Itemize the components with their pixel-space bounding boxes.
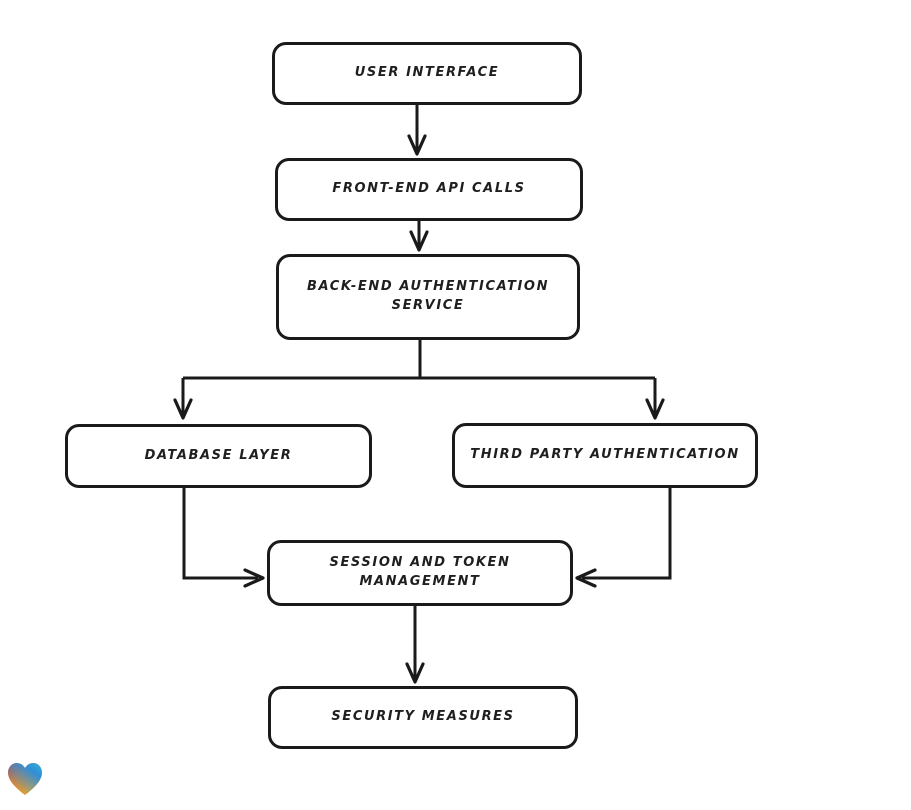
edge-frontend-to-backend xyxy=(409,221,429,252)
flow-node-label: Database Layer xyxy=(144,447,293,463)
heart-icon xyxy=(8,763,42,795)
flow-node-label: Third Party Authentication xyxy=(470,447,740,463)
edge-database-to-session xyxy=(182,488,265,588)
flow-node-label: Front-End API Calls xyxy=(332,181,526,197)
flow-node-label: Security Measures xyxy=(331,709,515,725)
flow-node-user-interface[interactable]: User Interface xyxy=(272,42,582,105)
flow-node-session-and-token-management[interactable]: Session and Token Management xyxy=(267,540,573,606)
edge-ui-to-frontend xyxy=(407,105,427,156)
flow-node-security-measures[interactable]: Security Measures xyxy=(268,686,578,749)
edge-backend-to-thirdparty xyxy=(645,378,665,420)
flow-node-third-party-authentication[interactable]: Third Party Authentication xyxy=(452,423,758,488)
flow-node-label: User Interface xyxy=(354,65,500,81)
flow-node-label: Back-End Authentication Service xyxy=(306,279,550,313)
flow-node-label: Session and Token Management xyxy=(329,555,511,589)
edge-thirdparty-to-session xyxy=(575,488,672,588)
edge-backend-to-database xyxy=(173,378,193,420)
edge-session-to-security xyxy=(405,606,425,684)
edge-backend-split xyxy=(183,340,655,380)
flow-node-backend-authentication-service[interactable]: Back-End Authentication Service xyxy=(276,254,580,340)
flow-node-database-layer[interactable]: Database Layer xyxy=(65,424,372,488)
flow-node-frontend-api-calls[interactable]: Front-End API Calls xyxy=(275,158,583,221)
